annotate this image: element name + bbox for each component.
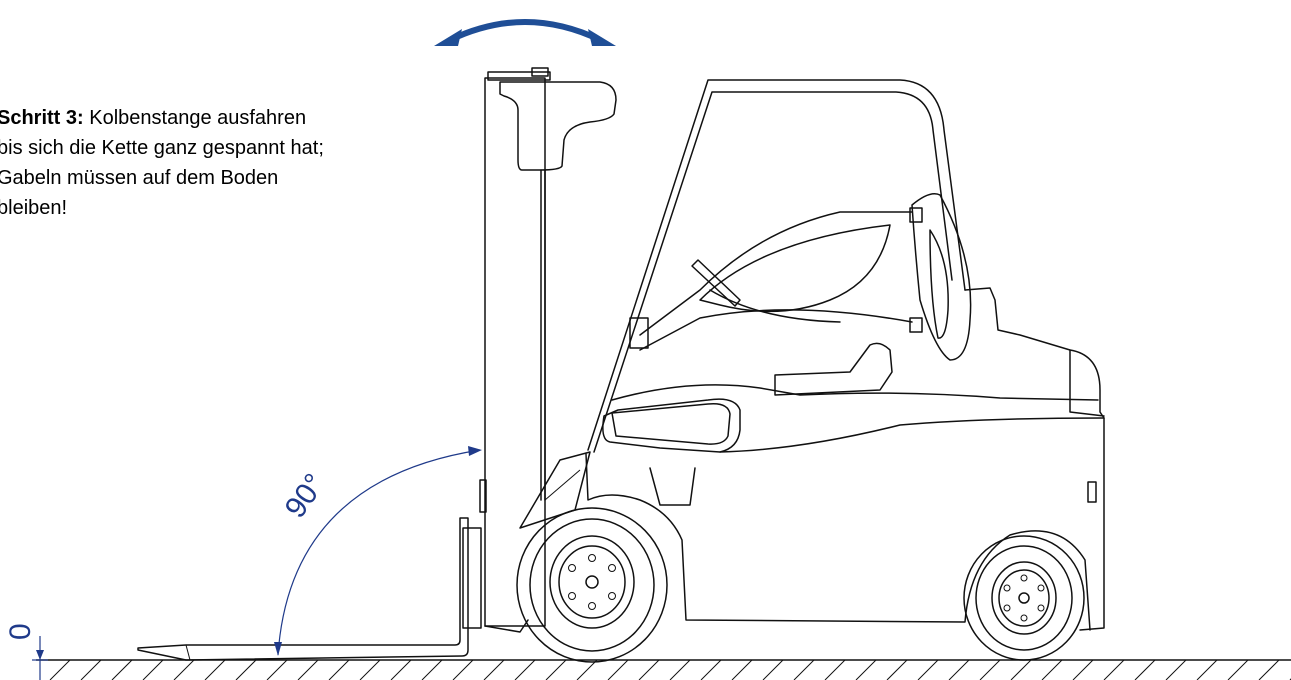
instruction-line-1-rest: Kolbenstange ausfahren — [83, 107, 307, 129]
step-heading: Schritt 3: — [0, 107, 84, 129]
tilt-arrow-icon — [434, 19, 616, 46]
front-wheel — [516, 507, 668, 663]
fork — [137, 517, 482, 661]
instruction-line-1: Schritt 3: Kolbenstange ausfahren — [0, 103, 437, 133]
instruction-line-4: bleiben! — [0, 197, 68, 219]
truck-body — [519, 287, 1105, 631]
instruction-line-2: bis sich die Kette ganz gespannt hat; — [0, 137, 324, 159]
ground — [36, 659, 1291, 680]
mast — [479, 67, 617, 633]
instruction-line-3: Gabeln müssen auf dem Boden — [0, 167, 279, 189]
angle-label: 90° — [279, 468, 332, 524]
rear-wheel — [963, 535, 1085, 661]
cabin — [587, 79, 966, 453]
height-label: 0 — [4, 623, 37, 640]
angle-dimension: 90° — [274, 446, 482, 656]
seat-and-steering — [629, 193, 972, 396]
height-dimension: 0 — [4, 623, 48, 680]
instruction-text: Schritt 3: Kolbenstange ausfahren bis si… — [0, 103, 437, 223]
